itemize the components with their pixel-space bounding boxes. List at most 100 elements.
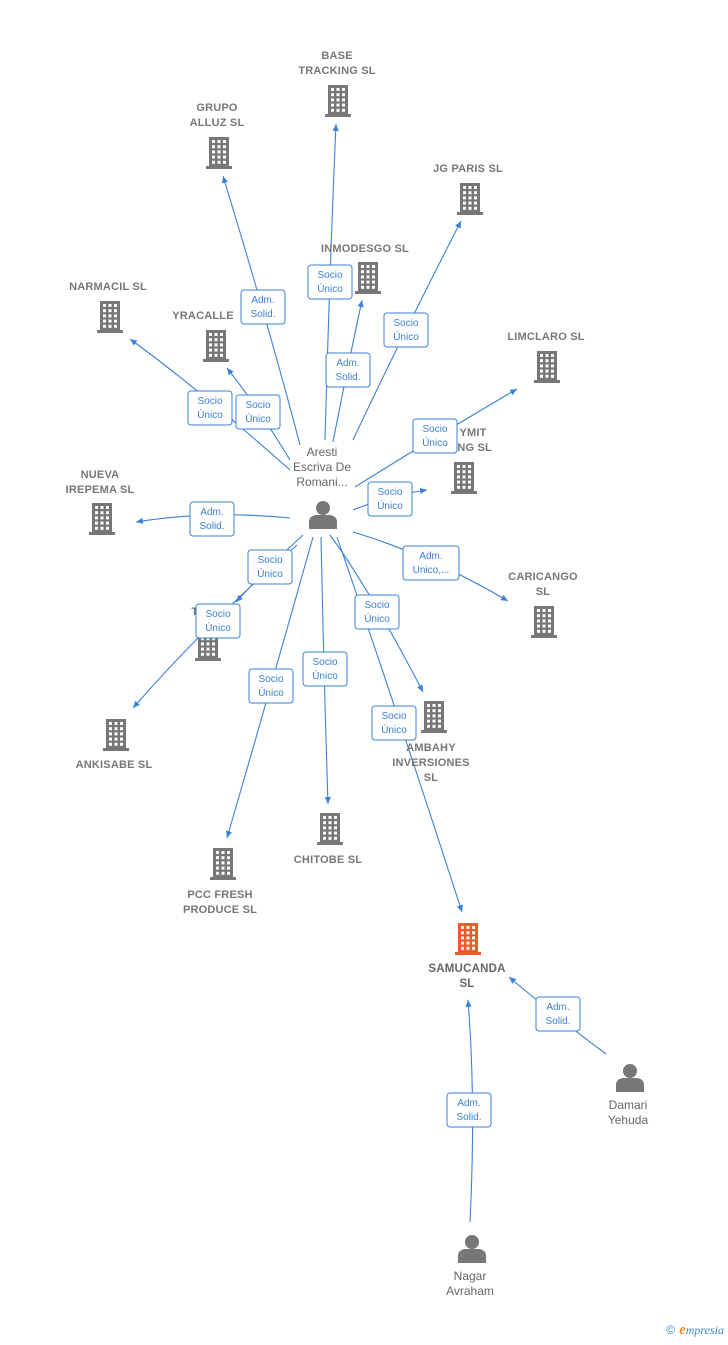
relation-label-text: Solid. xyxy=(335,372,360,383)
company-grupo-label: GRUPO xyxy=(196,102,238,114)
building-icon-caricango[interactable] xyxy=(531,606,557,638)
relation-label-text: Socio xyxy=(258,674,283,685)
empresia-brand[interactable]: ©empresia xyxy=(666,1322,724,1339)
relation-label-text: Socio xyxy=(381,711,406,722)
building-icon-yracalle[interactable] xyxy=(203,330,229,362)
building-icon-limclaro[interactable] xyxy=(534,351,560,383)
company-pcc-label: PRODUCE SL xyxy=(183,904,257,916)
company-ambahy-label: INVERSIONES xyxy=(392,757,469,769)
relation-label-text: Socio xyxy=(377,487,402,498)
building-icon-ankisabe[interactable] xyxy=(103,719,129,751)
building-icon-pcc[interactable] xyxy=(210,848,236,880)
relation-label-text: Adm. xyxy=(457,1098,480,1109)
relation-label-text: Único xyxy=(393,330,419,343)
person-icon-damari[interactable] xyxy=(616,1064,644,1092)
relation-label-text: Socio xyxy=(422,424,447,435)
person-damari-label: Yehuda xyxy=(608,1113,649,1127)
relation-label-text: Socio xyxy=(364,600,389,611)
building-icon-base[interactable] xyxy=(325,85,351,117)
building-icon-chitobe[interactable] xyxy=(317,813,343,845)
relation-label-text: Solid. xyxy=(250,309,275,320)
building-icon-mymit[interactable] xyxy=(451,462,477,494)
relation-label-text: Socio xyxy=(317,270,342,281)
company-base-label: BASE xyxy=(321,50,352,62)
person-nagar-label: Avraham xyxy=(446,1284,494,1298)
building-icon-narmacil[interactable] xyxy=(97,301,123,333)
building-icon-ambahy[interactable] xyxy=(421,701,447,733)
building-icon-inmodesgo[interactable] xyxy=(355,262,381,294)
building-icon-jgparis[interactable] xyxy=(457,183,483,215)
relation-label-text: Unico,... xyxy=(413,565,450,576)
relation-label-text: Único xyxy=(258,686,284,699)
relation-label-text: Adm. xyxy=(251,295,274,306)
relation-label-text: Único xyxy=(422,436,448,449)
relation-label-text: Adm. xyxy=(546,1002,569,1013)
relation-label-text: Único xyxy=(257,567,283,580)
relation-label-text: Socio xyxy=(393,318,418,329)
edge-labels-layer: SocioÚnicoAdm.Solid.SocioÚnicoAdm.Solid.… xyxy=(187,264,581,1128)
relation-label-text: Único xyxy=(377,499,403,512)
relation-label-text: Solid. xyxy=(199,521,224,532)
company-ankisabe-label: ANKISABE SL xyxy=(76,759,153,771)
relation-label-aresti-to-inmodesgo[interactable]: Adm. Solid. xyxy=(325,352,371,388)
copyright-icon: © xyxy=(666,1323,676,1337)
person-aresti-label: Aresti xyxy=(307,445,338,459)
person-icon-nagar[interactable] xyxy=(458,1235,486,1263)
company-ambahy-label: SL xyxy=(424,772,439,784)
company-samucanda-label: SL xyxy=(459,978,474,990)
relation-label-text: Socio xyxy=(205,609,230,620)
person-nagar-label: Nagar xyxy=(454,1269,487,1283)
company-ambahy-label: AMBAHY xyxy=(406,742,456,754)
relation-label-text: Adm. xyxy=(200,507,223,518)
relation-label-aresti-to-caricango[interactable]: Adm.Unico,... xyxy=(402,545,460,581)
relation-label-aresti-to-grupo[interactable]: Adm. Solid. xyxy=(240,289,286,325)
person-icon-aresti[interactable] xyxy=(309,501,337,529)
relation-label-text: Único xyxy=(317,282,343,295)
company-jgparis-label: JG PARIS SL xyxy=(433,163,503,175)
relation-label-text: Único xyxy=(312,669,338,682)
relation-label-text: Adm. xyxy=(336,358,359,369)
relation-label-text: Socio xyxy=(257,555,282,566)
company-grupo-label: ALLUZ SL xyxy=(190,117,245,129)
building-icon-grupo[interactable] xyxy=(206,137,232,169)
relation-label-text: Único xyxy=(197,408,223,421)
relation-label-text: Único xyxy=(364,612,390,625)
relation-label-text: Único xyxy=(245,412,271,425)
relation-label-aresti-to-nueva[interactable]: Adm. Solid. xyxy=(189,501,235,537)
relation-label-damari-to-samucanda[interactable]: Adm. Solid. xyxy=(535,996,581,1032)
company-samucanda-label: SAMUCANDA xyxy=(428,963,505,975)
relation-label-text: Solid. xyxy=(456,1112,481,1123)
relation-label-nagar-to-samucanda[interactable]: Adm. Solid. xyxy=(446,1092,492,1128)
relation-label-text: Socio xyxy=(245,400,270,411)
relation-label-text: Socio xyxy=(312,657,337,668)
person-aresti-label: Romani... xyxy=(296,475,347,489)
company-narmacil-label: NARMACIL SL xyxy=(69,281,147,293)
company-nueva-label: NUEVA xyxy=(81,469,120,481)
brand-logo-e: e xyxy=(679,1322,686,1338)
company-limclaro-label: LIMCLARO SL xyxy=(507,331,584,343)
company-inmodesgo-label: INMODESGO SL xyxy=(321,243,409,255)
relation-label-text: Solid. xyxy=(545,1016,570,1027)
relation-label-text: Socio xyxy=(197,396,222,407)
company-yracalle-label: YRACALLE xyxy=(172,310,234,322)
company-caricango-label: CARICANGO xyxy=(508,571,578,583)
building-icon-samucanda[interactable] xyxy=(455,923,481,955)
relation-label-text: Único xyxy=(381,723,407,736)
building-icon-nueva[interactable] xyxy=(89,503,115,535)
company-pcc-label: PCC FRESH xyxy=(187,889,252,901)
brand-name: mpresia xyxy=(685,1323,724,1337)
